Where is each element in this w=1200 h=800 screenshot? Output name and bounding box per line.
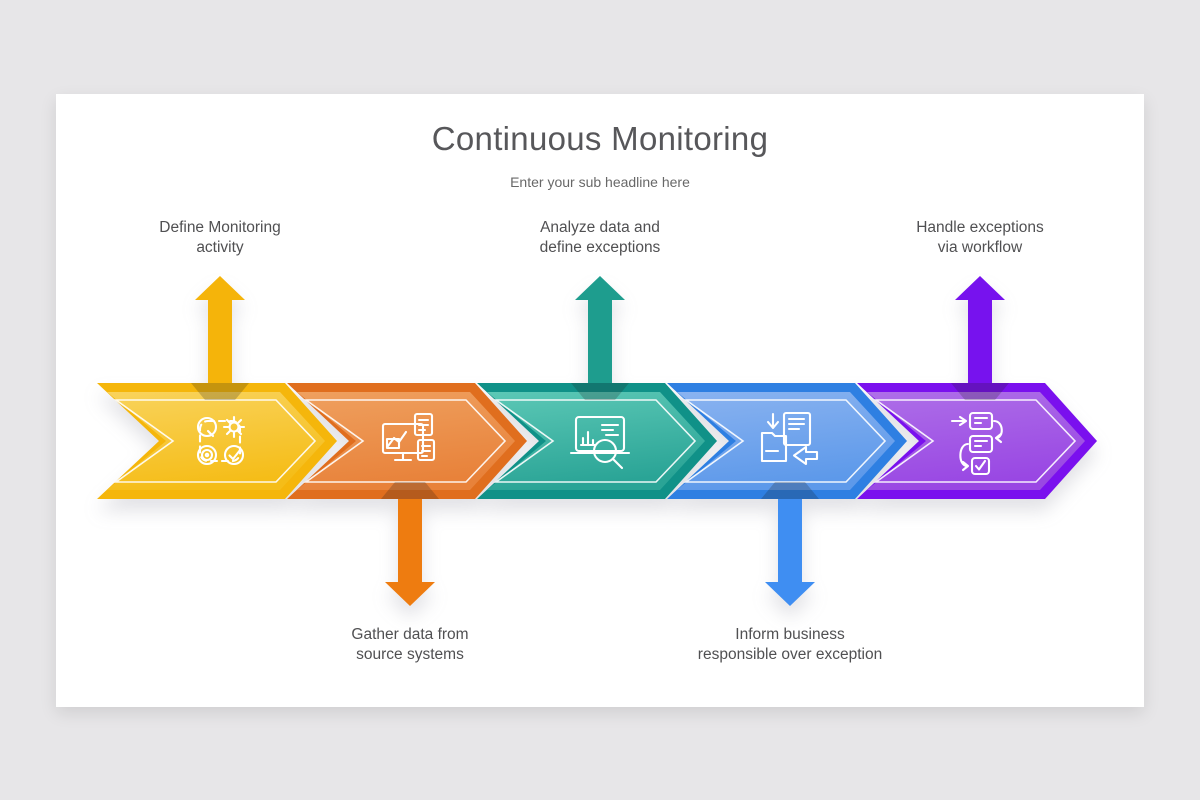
slide-subtitle: Enter your sub headline here [510,174,690,190]
workflow-icon [950,411,1003,476]
step-label-handle-exceptions: Handle exceptions via workflow [916,219,1044,256]
slide-canvas: Continuous Monitoring Enter your sub hea… [56,94,1144,707]
chevron-step-2 [287,383,527,499]
flow-arrow-up-step-1 [195,276,245,398]
flow-arrow-down-step-4 [765,482,815,606]
flow-arrow-down-step-2 [385,482,435,606]
step-label-inform-business: Inform business responsible over excepti… [697,626,883,663]
strategy-icon [196,415,246,466]
chevron-step-3 [477,383,717,499]
chevron-step-5 [857,383,1097,499]
analyze-search-icon [569,415,631,470]
step-label-gather-data: Gather data from source systems [351,626,469,663]
chevron-step-4 [667,383,907,499]
flow-arrow-up-step-3 [575,276,625,398]
chevron-step-1 [97,383,337,499]
step-label-define-monitoring: Define Monitoring activity [159,219,281,256]
step-label-analyze-data: Analyze data and define exceptions [539,219,661,256]
flow-arrow-up-step-5 [955,276,1005,398]
chevron-band [97,276,1097,606]
monitor-data-icon [381,412,436,462]
document-transfer-icon [760,411,819,466]
process-diagram: Define Monitoring activity Gather data f… [56,94,1144,707]
slide-title: Continuous Monitoring [431,120,769,157]
